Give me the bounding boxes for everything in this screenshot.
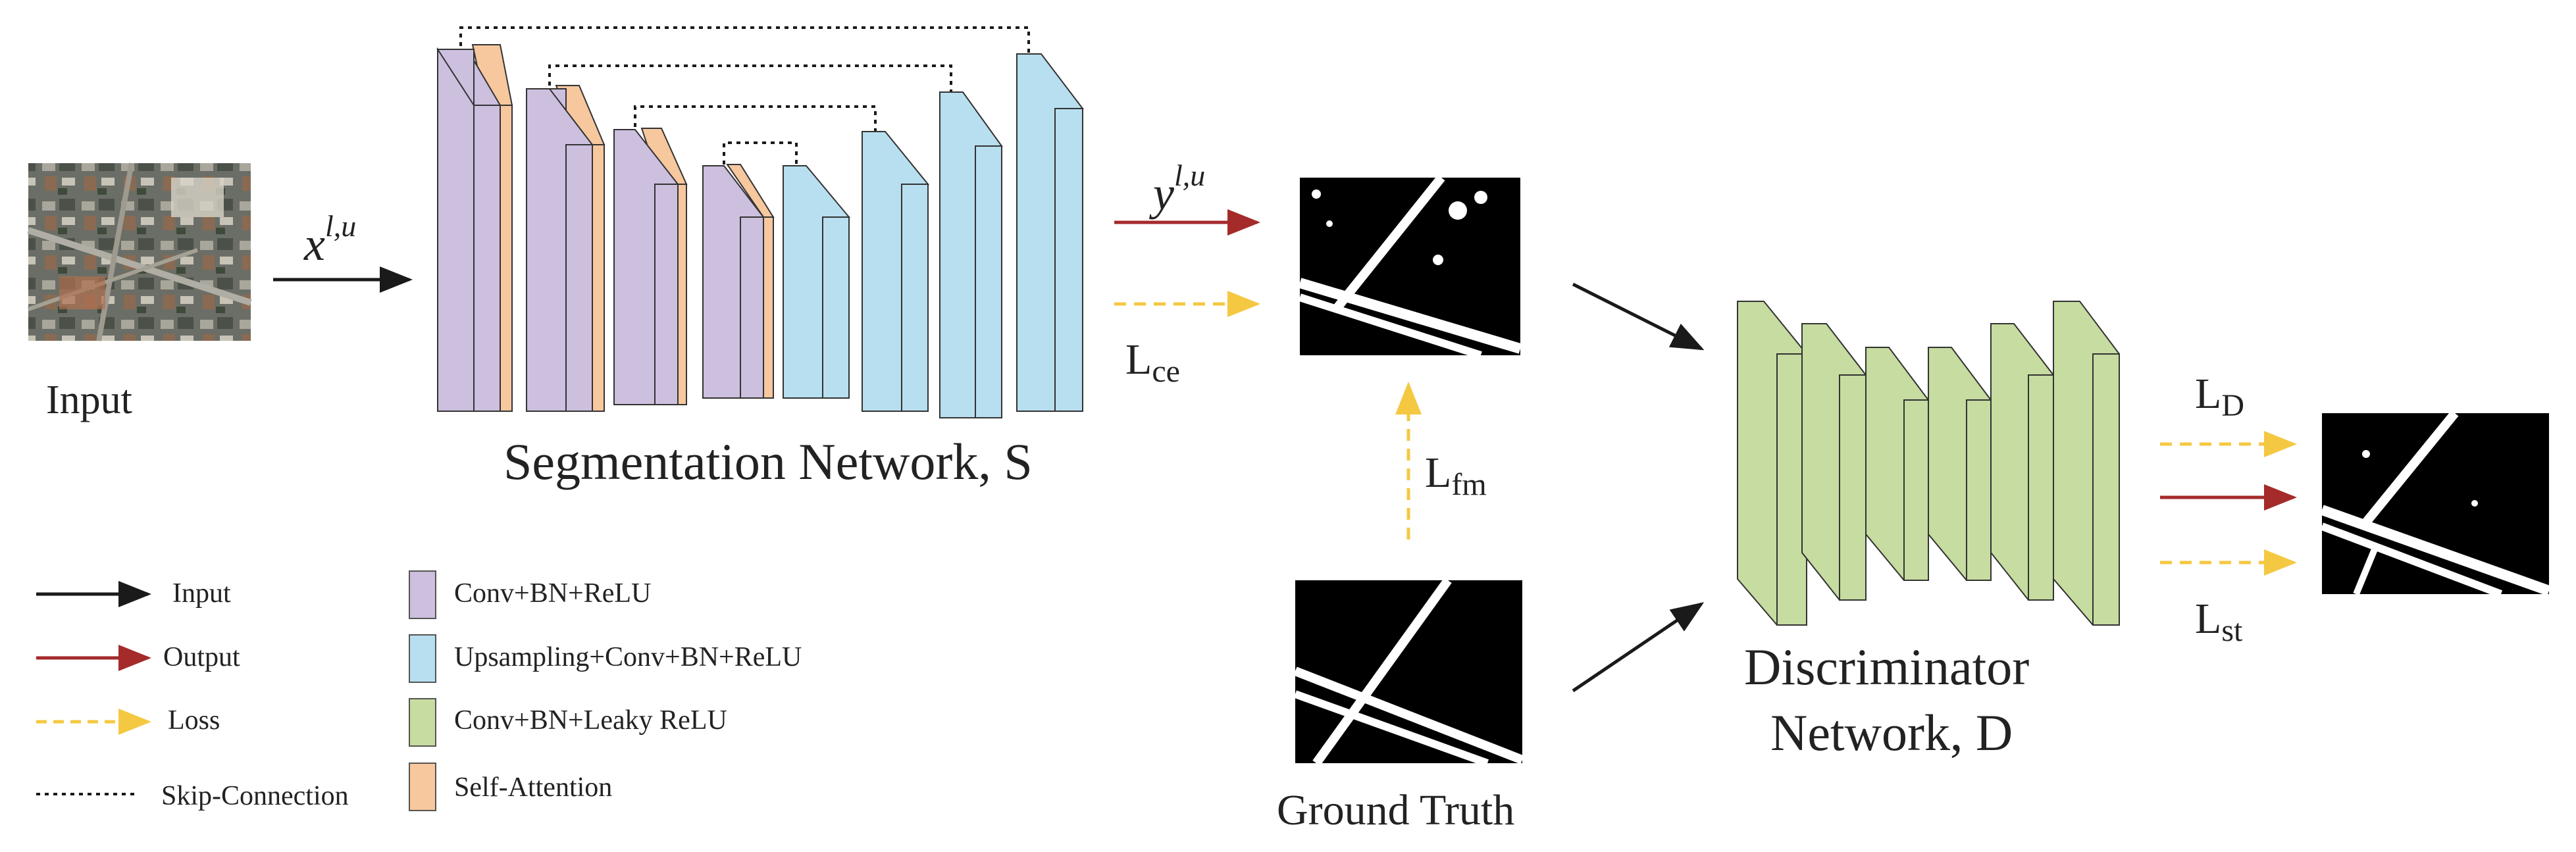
discriminator-title-line1: Discriminator — [1744, 638, 2029, 695]
legend-leaky-swatch — [409, 698, 436, 747]
input-image — [27, 163, 252, 341]
encoder-block-2 — [526, 85, 605, 412]
x-label: xl,u — [303, 209, 356, 270]
skip-connections — [459, 26, 1030, 166]
disc-block-3 — [1865, 347, 1929, 581]
predicted-mask — [1298, 174, 1522, 359]
disc-block-4 — [1928, 347, 1992, 581]
legend-input-label: Input — [172, 578, 231, 609]
disc-block-5 — [1990, 323, 2054, 601]
legend-upsampling-label: Upsampling+Conv+BN+ReLU — [454, 642, 802, 672]
decoder-block-4 — [1016, 53, 1085, 412]
skip-connection-2 — [548, 64, 952, 92]
legend-loss-label: Loss — [168, 705, 220, 736]
arrow-pred-to-disc — [1572, 282, 1705, 351]
lce-label: Lce — [1125, 336, 1180, 389]
decoder-block-2 — [862, 131, 930, 412]
encoder-block-4 — [702, 164, 775, 399]
encoder-block-1 — [436, 44, 513, 412]
skip-connection-1 — [459, 26, 1030, 54]
legend-conv-swatch — [409, 570, 436, 619]
skip-connection-3 — [634, 105, 877, 132]
legend-attention-label: Self-Attention — [454, 772, 612, 803]
decoder-block-1 — [783, 165, 851, 399]
legend-upsampling-swatch — [409, 634, 436, 683]
disc-block-2 — [1801, 323, 1867, 601]
skip-connection-4 — [723, 141, 798, 166]
input-label: Input — [46, 378, 132, 422]
decoder-block-3 — [939, 91, 1003, 418]
lfm-label: Lfm — [1425, 449, 1487, 502]
confidence-map — [2320, 410, 2551, 598]
discriminator-title-line2: Network, D — [1770, 704, 2013, 761]
discriminator-network — [1737, 301, 2120, 626]
legend-leaky-label: Conv+BN+Leaky ReLU — [454, 705, 727, 736]
arrow-gt-to-disc — [1572, 602, 1705, 693]
ld-label: LD — [2195, 370, 2244, 423]
encoder-block-3 — [613, 128, 688, 405]
ground-truth-mask — [1293, 577, 1524, 767]
segmentation-title: Segmentation Network, S — [503, 433, 1033, 490]
ground-truth-label: Ground Truth — [1277, 786, 1514, 834]
disc-block-1 — [1737, 301, 1807, 626]
y-label: yl,u — [1148, 159, 1205, 220]
lst-label: Lst — [2195, 595, 2243, 648]
segmentation-network — [436, 44, 1085, 418]
legend-attention-swatch — [409, 763, 436, 811]
disc-block-6 — [2053, 301, 2120, 626]
legend: Input Output Loss Skip-Connection Conv+B… — [36, 570, 802, 811]
legend-skip-label: Skip-Connection — [161, 781, 349, 811]
legend-output-label: Output — [163, 642, 240, 672]
legend-conv-label: Conv+BN+ReLU — [454, 578, 651, 609]
